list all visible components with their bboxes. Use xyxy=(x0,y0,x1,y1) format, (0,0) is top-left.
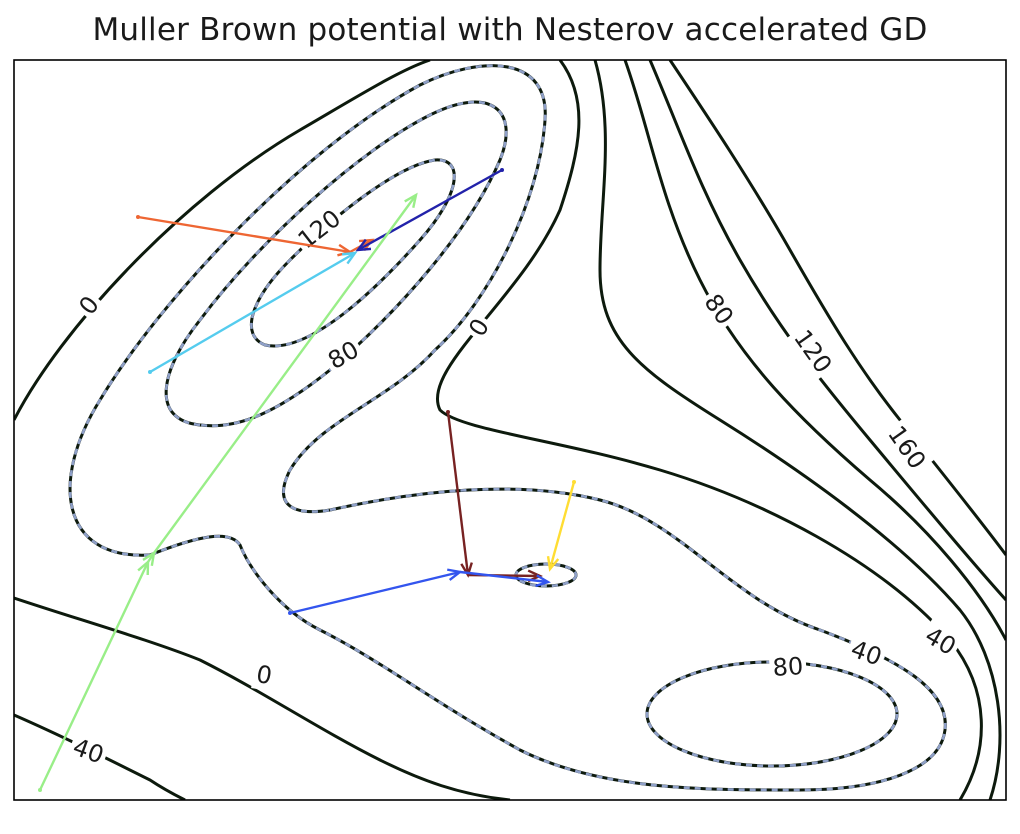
contour-line xyxy=(149,487,947,792)
contour-label-bg xyxy=(70,287,108,324)
contour-label-bg xyxy=(785,321,840,382)
trajectory-3 xyxy=(38,192,418,792)
contour-line xyxy=(14,713,186,800)
trajectory-5 xyxy=(288,568,551,615)
trajectory-2 xyxy=(355,168,504,252)
arrow-head xyxy=(535,574,551,588)
contour-line xyxy=(14,60,431,421)
trajectory-step xyxy=(446,411,470,576)
trajectory-4 xyxy=(446,410,543,583)
contour-line xyxy=(164,100,508,428)
contour-label: 40 xyxy=(920,621,960,661)
contour-label: 0 xyxy=(254,660,274,690)
contour-label-bg xyxy=(460,310,498,345)
trajectory-1 xyxy=(148,251,358,374)
contour-line xyxy=(668,60,1006,556)
trajectory-step xyxy=(149,251,356,374)
trajectory-start xyxy=(446,410,450,414)
arrow-head xyxy=(404,192,418,208)
trajectory-step xyxy=(357,168,503,252)
trajectory-step xyxy=(137,215,351,254)
contour-label-bg xyxy=(251,658,278,692)
contour-label-bg xyxy=(917,619,964,664)
contour-label: 80 xyxy=(699,289,739,330)
trajectory-step xyxy=(548,481,576,570)
contour-line xyxy=(648,60,1006,602)
trajectory-start xyxy=(136,215,140,219)
trajectory-start xyxy=(148,370,152,374)
contour-label-bg xyxy=(879,417,934,478)
contour-label-bg xyxy=(289,201,350,257)
trajectory-start xyxy=(288,611,292,615)
contour-line xyxy=(68,64,547,557)
contour-line xyxy=(149,487,947,792)
arrow-head xyxy=(341,251,358,265)
trajectory-start xyxy=(38,788,42,792)
trajectory-step xyxy=(153,194,417,554)
contour-line xyxy=(14,596,511,800)
contour-line xyxy=(623,60,1006,641)
trajectories xyxy=(38,168,576,792)
trajectory-6 xyxy=(546,480,576,572)
trajectory-start xyxy=(500,168,504,172)
contour-label-bg xyxy=(320,333,367,378)
contour-label-bg xyxy=(696,285,742,333)
contour-line xyxy=(250,158,456,348)
contour-label-bg xyxy=(844,632,889,674)
contour-line xyxy=(593,60,1002,800)
trajectory-step xyxy=(38,561,150,791)
contour-labels: 0 120 80 0 80 120 160 0 40 80 40 40 xyxy=(66,201,964,772)
trajectory-step xyxy=(289,570,461,615)
contour-label-bg xyxy=(768,650,808,684)
trajectory-step xyxy=(459,570,549,584)
chart-title: Muller Brown potential with Nesterov acc… xyxy=(92,12,928,48)
contour-label: 80 xyxy=(772,652,804,682)
trajectory-start xyxy=(572,480,576,484)
arrow-head xyxy=(355,238,372,252)
contour-label-bg xyxy=(66,730,111,772)
arrow-head xyxy=(546,555,560,572)
arrow-head xyxy=(358,238,375,252)
contour-lines xyxy=(14,60,1006,800)
contour-line xyxy=(68,64,547,557)
plot-frame xyxy=(13,59,1007,801)
